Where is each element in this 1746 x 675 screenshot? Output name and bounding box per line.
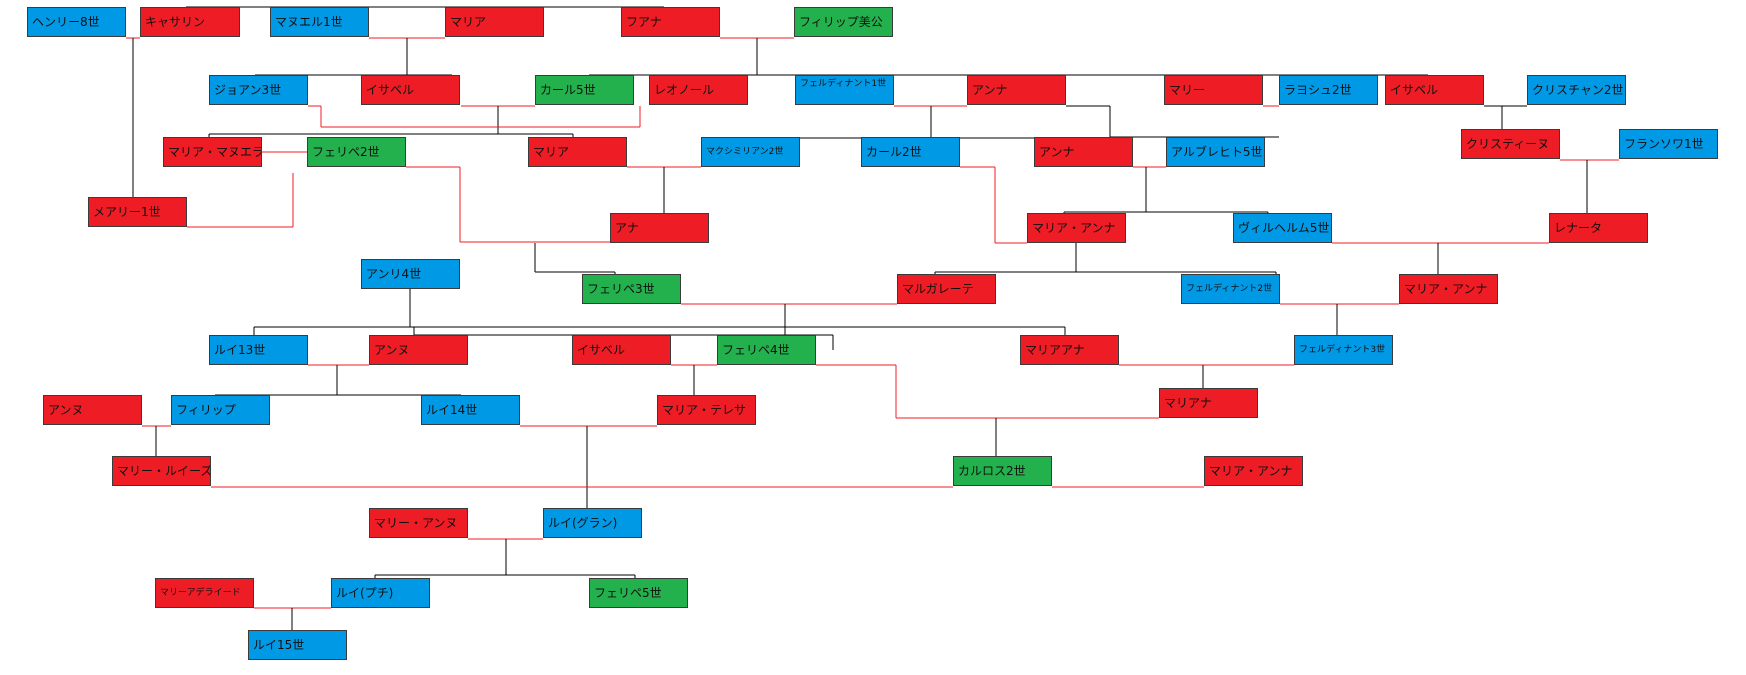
person-box-felipe4: フェリペ4世 — [717, 335, 816, 365]
person-box-maria-b: マリア — [528, 137, 627, 167]
person-box-maria-anna-a: マリア・アンナ — [1027, 213, 1126, 243]
person-box-henry8: ヘンリー8世 — [27, 7, 126, 37]
person-box-isabel-b: イサベル — [1385, 75, 1484, 105]
person-box-louis-petit: ルイ(プチ) — [331, 578, 430, 608]
person-box-karl2: カール2世 — [861, 137, 960, 167]
person-box-maria-anna-b: マリア・アンナ — [1399, 274, 1498, 304]
person-box-felipe-bikou: フィリップ美公 — [794, 7, 893, 37]
person-box-margarete: マルガレーテ — [897, 274, 996, 304]
person-box-marie-adelaide: マリーアデライード — [155, 578, 254, 608]
person-box-louis14: ルイ14世 — [421, 395, 520, 425]
person-box-anna-a: アンナ — [967, 75, 1066, 105]
person-box-anne-b: アンヌ — [43, 395, 142, 425]
person-box-anna-b: アンナ — [1034, 137, 1133, 167]
person-box-francois1: フランソワ1世 — [1619, 129, 1718, 159]
person-box-philippe: フィリップ — [171, 395, 270, 425]
person-box-albrecht5: アルブレヒト5世 — [1166, 137, 1265, 167]
person-box-marie-anne: マリー・アンヌ — [369, 508, 468, 538]
person-box-marie-a: マリー — [1164, 75, 1263, 105]
person-box-maria-a: マリア — [445, 7, 544, 37]
person-box-louis-gran: ルイ(グラン) — [543, 508, 642, 538]
person-box-joao3: ジョアン3世 — [209, 75, 308, 105]
person-box-juana: フアナ — [621, 7, 720, 37]
person-box-ana: アナ — [610, 213, 709, 243]
person-box-maria-manuela: マリア・マヌエラ — [163, 137, 262, 167]
person-box-ferdinand2: フェルディナント2世 — [1181, 274, 1280, 304]
person-box-felipe3: フェリペ3世 — [582, 274, 681, 304]
person-box-leonor: レオノール — [649, 75, 748, 105]
person-box-louis13: ルイ13世 — [209, 335, 308, 365]
person-box-felipe2: フェリペ2世 — [307, 137, 406, 167]
person-box-catherine: キャサリン — [140, 7, 240, 37]
person-box-maria-teresa: マリア・テレサ — [657, 395, 756, 425]
person-box-isabel-c: イサベル — [572, 335, 671, 365]
person-box-isabel-a: イサベル — [361, 75, 460, 105]
person-box-christine: クリスティーヌ — [1461, 129, 1560, 159]
person-box-carlos2: カルロス2世 — [953, 456, 1052, 486]
person-box-anne-a: アンヌ — [369, 335, 468, 365]
person-box-renata: レナータ — [1549, 213, 1648, 243]
person-box-mariana: マリアナ — [1159, 388, 1258, 418]
person-box-manuel1: マヌエル1世 — [270, 7, 369, 37]
person-box-wilhelm5: ヴィルヘルム5世 — [1233, 213, 1332, 243]
person-box-marie-louise: マリー・ルイーズ — [112, 456, 211, 486]
person-box-christian2: クリスチャン2世 — [1527, 75, 1626, 105]
person-box-henri4: アンリ4世 — [361, 259, 460, 289]
person-box-maria-ana-a: マリアアナ — [1020, 335, 1119, 365]
person-box-ferdinand3: フェルディナント3世 — [1294, 335, 1393, 365]
person-box-karl5: カール5世 — [535, 75, 634, 105]
person-box-ferdinand1: フェルディナント1世 — [795, 75, 894, 105]
person-box-louis15: ルイ15世 — [248, 630, 347, 660]
person-box-felipe5: フェリペ5世 — [589, 578, 688, 608]
person-box-max2: マクシミリアン2世 — [701, 137, 800, 167]
person-box-maria-anna-c: マリア・アンナ — [1204, 456, 1303, 486]
person-box-mary1: メアリー1世 — [88, 197, 187, 227]
person-box-lajos2: ラヨシュ2世 — [1279, 75, 1378, 105]
